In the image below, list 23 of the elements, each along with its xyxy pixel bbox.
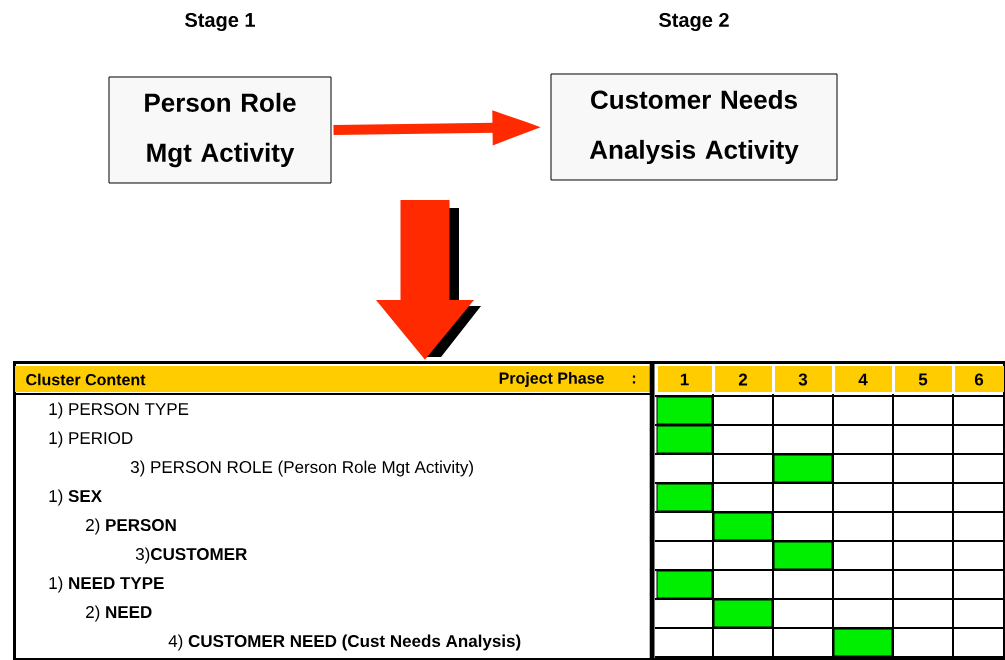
row-label: 3)CUSTOMER — [135, 547, 247, 564]
row-label: 1) SEX — [49, 489, 102, 506]
header-cell: 1 — [658, 366, 712, 392]
activity-box: Person Role Mgt Activity — [108, 76, 332, 184]
header-label: : — [632, 375, 636, 384]
header-cell: 2 — [715, 366, 772, 392]
row-label: 4) CUSTOMER NEED (Cust Needs Analysis) — [168, 634, 521, 651]
header-cell: 4 — [835, 366, 892, 392]
stage-heading: Stage 1 — [185, 12, 255, 32]
row-label: 1) PERIOD — [49, 431, 133, 448]
row-label: 2) PERSON — [86, 518, 176, 535]
header-label: Cluster Content — [26, 373, 146, 386]
row-label: 2) NEED — [86, 605, 152, 622]
table-frame — [13, 361, 1005, 660]
row-label: 1) NEED TYPE — [49, 576, 164, 593]
header-cell: 6 — [955, 366, 1004, 392]
header-cell: 3 — [775, 366, 832, 392]
activity-box: Customer Needs Analysis Activity — [550, 73, 838, 181]
row-label: 1) PERSON TYPE — [49, 402, 189, 419]
header-label: Project Phase — [499, 372, 604, 387]
header-cell: 5 — [895, 366, 952, 392]
row-label: 3) PERSON ROLE (Person Role Mgt Activity) — [130, 460, 473, 477]
stage-heading: Stage 2 — [659, 12, 729, 32]
